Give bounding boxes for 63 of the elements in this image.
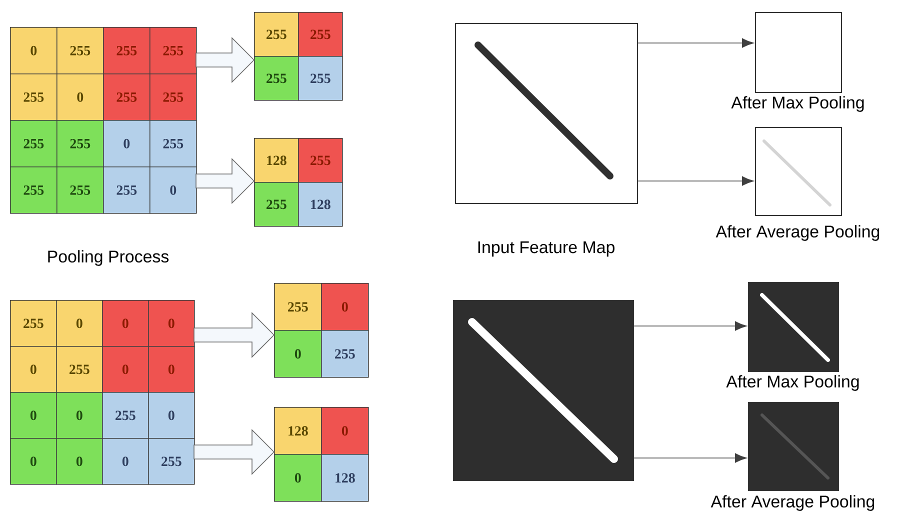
grid-cell: 255 bbox=[298, 56, 343, 101]
grid-cell: 128 bbox=[321, 454, 369, 502]
arrow bbox=[638, 176, 754, 186]
grid-cell: 255 bbox=[103, 27, 150, 74]
block-arrow bbox=[194, 429, 275, 475]
grid-cell: 0 bbox=[148, 392, 195, 439]
grid-cell: 0 bbox=[148, 346, 195, 393]
block-arrow bbox=[196, 37, 255, 83]
grid-cell: 255 bbox=[56, 27, 104, 74]
grid-cell: 0 bbox=[56, 438, 103, 485]
grid-cell: 255 bbox=[103, 74, 150, 121]
grid-cell: 0 bbox=[148, 300, 195, 347]
grid-cell: 0 bbox=[103, 120, 150, 168]
grid-cell: 0 bbox=[10, 346, 57, 393]
feature-map-drawing bbox=[453, 300, 634, 481]
grid-cell: 0 bbox=[56, 392, 103, 439]
arrow bbox=[638, 38, 754, 48]
arrow bbox=[634, 321, 747, 331]
grid-cell: 0 bbox=[102, 300, 149, 347]
grid-cell: 255 bbox=[150, 74, 197, 121]
grid-cell: 255 bbox=[102, 392, 149, 439]
grid-cell: 255 bbox=[56, 120, 104, 168]
grid-cell: 255 bbox=[254, 56, 299, 101]
grid-cell: 255 bbox=[10, 166, 58, 214]
node-label: After Max Pooling bbox=[726, 375, 859, 391]
grid-cell: 128 bbox=[274, 407, 322, 455]
grid-cell: 0 bbox=[56, 74, 104, 121]
grid-cell: 255 bbox=[10, 120, 58, 168]
grid-cell: 255 bbox=[321, 330, 369, 378]
grid-cell: 0 bbox=[321, 283, 369, 331]
grid-cell: 0 bbox=[10, 438, 57, 485]
grid-cell: 0 bbox=[10, 27, 58, 74]
grid-cell: 0 bbox=[10, 392, 57, 439]
grid-cell: 255 bbox=[150, 120, 197, 168]
grid-cell: 255 bbox=[150, 27, 197, 74]
node-label: After Average Pooling bbox=[716, 225, 880, 241]
block-arrow bbox=[194, 312, 275, 358]
grid-cell: 0 bbox=[56, 300, 103, 347]
arrow bbox=[634, 453, 747, 463]
grid-cell: 0 bbox=[102, 346, 149, 393]
grid-cell: 255 bbox=[254, 182, 299, 227]
grid-cell: 0 bbox=[321, 407, 369, 455]
grid-cell: 0 bbox=[102, 438, 149, 485]
grid-cell: 255 bbox=[103, 166, 150, 214]
node-label: After Max Pooling bbox=[731, 96, 864, 112]
grid-cell: 255 bbox=[274, 283, 322, 331]
grid-cell: 255 bbox=[298, 12, 343, 57]
section-title: Pooling Process bbox=[48, 250, 169, 266]
grid-cell: 255 bbox=[10, 300, 57, 347]
grid-cell: 0 bbox=[274, 330, 322, 378]
block-arrow bbox=[196, 158, 255, 204]
grid-cell: 255 bbox=[56, 166, 104, 214]
grid-cell: 255 bbox=[254, 12, 299, 57]
grid-cell: 128 bbox=[298, 182, 343, 227]
grid-cell: 255 bbox=[56, 346, 103, 393]
node-label: Input Feature Map bbox=[478, 241, 614, 257]
grid-cell: 255 bbox=[298, 138, 343, 183]
node-label: After Average Pooling bbox=[710, 495, 874, 511]
grid-cell: 0 bbox=[150, 166, 197, 214]
grid-cell: 128 bbox=[254, 138, 299, 183]
grid-cell: 255 bbox=[10, 74, 58, 121]
grid-cell: 255 bbox=[148, 438, 195, 485]
grid-cell: 0 bbox=[274, 454, 322, 502]
